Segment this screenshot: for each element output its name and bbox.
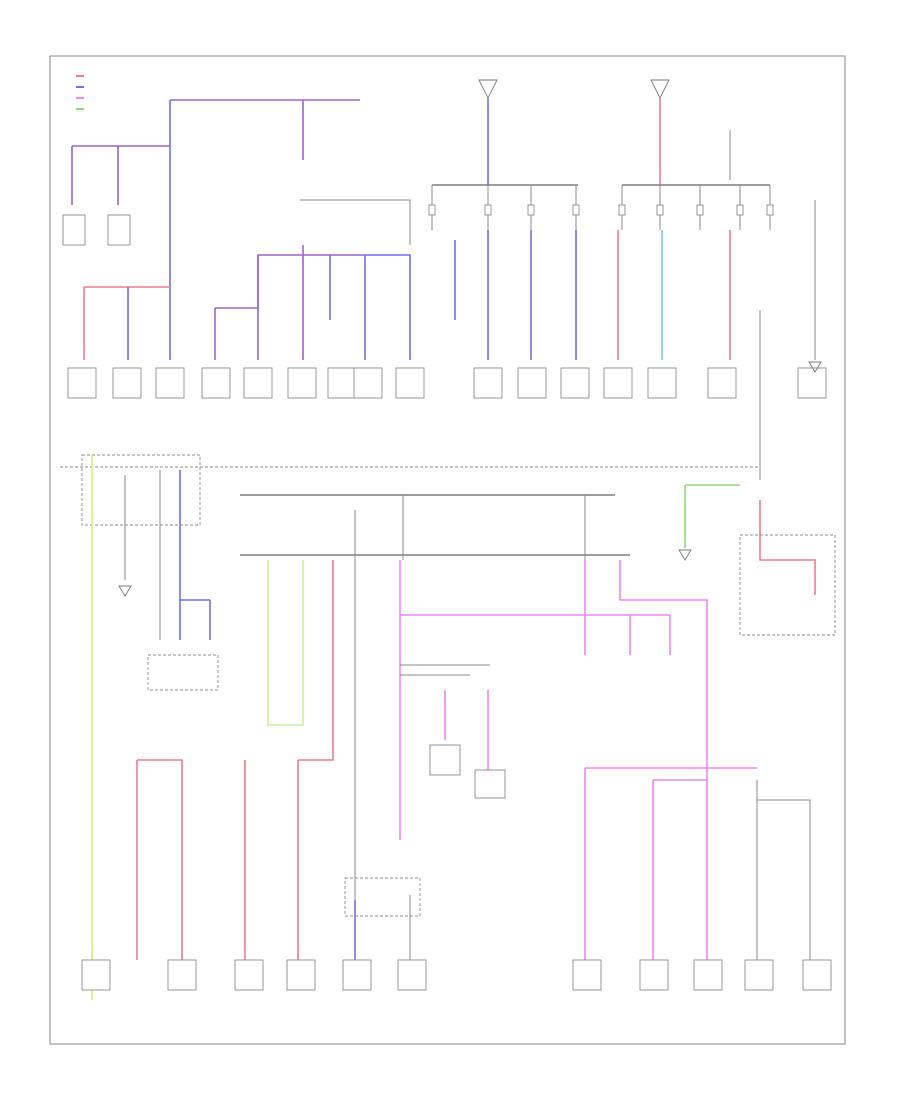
- component-box: [517, 367, 547, 399]
- fuse-icon: [656, 204, 664, 216]
- component-box: [560, 367, 590, 399]
- mid-relay-1: [429, 744, 461, 776]
- component-box: [707, 367, 737, 399]
- component-box: [353, 367, 383, 399]
- component-box: [234, 959, 264, 991]
- fuse-icon: [618, 204, 626, 216]
- component-box: [327, 367, 357, 399]
- left-relay-box: [81, 454, 219, 1000]
- component-box: [167, 959, 197, 991]
- fuse-icon: [527, 204, 535, 216]
- fuse-icon: [736, 204, 744, 216]
- wire-red-right: [759, 500, 816, 595]
- component-box: [395, 367, 425, 399]
- component-box: [155, 367, 185, 399]
- fuse-icon: [428, 204, 436, 216]
- component-box: [286, 959, 316, 991]
- component-box: [201, 367, 231, 399]
- component-box: [81, 959, 111, 991]
- wire-green-loop: [267, 560, 304, 726]
- power-source-icon: [478, 79, 498, 100]
- wire-gray-14: [757, 799, 811, 960]
- component-box: [397, 959, 427, 991]
- relay-box-outline: [81, 454, 201, 526]
- lower-fuse-block: [240, 494, 630, 556]
- component-box: [802, 959, 832, 991]
- connector-box: [147, 654, 219, 691]
- fuse-icon: [766, 204, 774, 216]
- connector-group: [344, 877, 421, 917]
- component-box: [693, 959, 723, 991]
- wire-red-lower-4: [298, 560, 334, 761]
- interior-panel-outline: [739, 534, 836, 636]
- component-box: [639, 959, 669, 991]
- top-component-row: [67, 367, 827, 399]
- top-relay-1: [62, 214, 86, 246]
- component-box: [797, 367, 827, 399]
- wire-blue-6: [365, 254, 411, 360]
- battery-feed-left: [478, 79, 498, 185]
- component-box: [647, 367, 677, 399]
- wire-pink-5: [619, 560, 708, 960]
- component-box: [67, 367, 97, 399]
- fuse-icon: [484, 204, 492, 216]
- wire-red-lower-1: [137, 759, 183, 960]
- component-box: [287, 367, 317, 399]
- ground-symbol-icon: [678, 549, 692, 561]
- ground-symbol-icon: [118, 585, 132, 597]
- legend: [76, 75, 84, 110]
- bottom-component-row: [81, 959, 832, 991]
- component-box: [112, 367, 142, 399]
- component-box: [603, 367, 633, 399]
- top-relay-2: [107, 214, 131, 246]
- component-box: [243, 367, 273, 399]
- fuse-icon: [696, 204, 704, 216]
- mid-relay-2: [474, 769, 506, 799]
- wire-violet-tree: [215, 254, 365, 309]
- component-box: [473, 367, 503, 399]
- ground-symbol-icon: [808, 361, 822, 373]
- wire-gray-1: [300, 199, 411, 245]
- diagram-frame: [49, 55, 846, 1045]
- battery-feed-right: [650, 79, 670, 185]
- component-box: [744, 959, 774, 991]
- power-source-icon: [650, 79, 670, 100]
- component-box: [342, 959, 372, 991]
- fuse-icon: [572, 204, 580, 216]
- component-box: [572, 959, 602, 991]
- fuse-box-center: [428, 184, 774, 230]
